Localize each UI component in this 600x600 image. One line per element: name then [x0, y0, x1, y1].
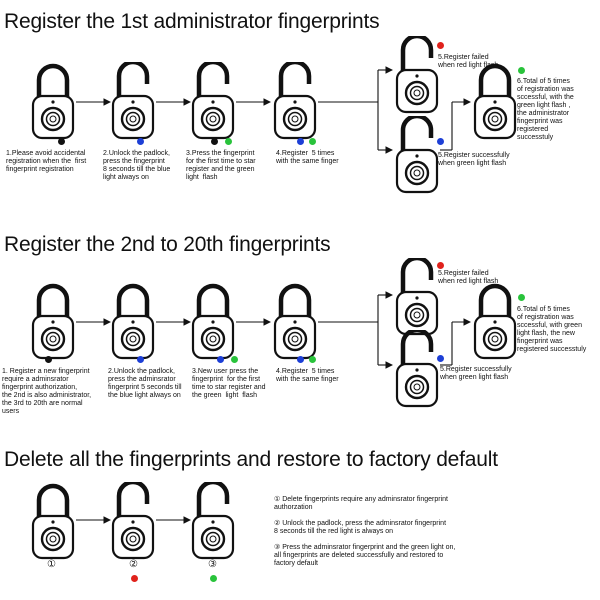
step-number-1: ① — [47, 559, 56, 570]
red-light-indicator — [131, 575, 138, 582]
fail-caption: 5.Register failed when red light flash — [438, 270, 499, 285]
padlock-locked-icon — [30, 482, 76, 565]
padlock-locked-icon — [30, 62, 76, 145]
padlock-open-icon — [110, 59, 156, 145]
step-number-2: ② — [129, 559, 138, 570]
section2-title: Register the 2nd to 20th fingerprints — [4, 233, 331, 256]
padlock-open-icon — [394, 327, 440, 413]
padlock-locked-icon — [472, 282, 518, 365]
green-light-indicator — [518, 294, 525, 301]
blue-light-indicator — [137, 138, 144, 145]
padlock-open-icon — [394, 255, 440, 341]
blue-light-indicator — [137, 356, 144, 363]
padlock-locked-icon — [272, 282, 318, 365]
padlock-locked-icon — [190, 282, 236, 365]
padlock-open-icon — [272, 59, 318, 145]
black-light-indicator — [58, 138, 65, 145]
padlock-open-icon — [110, 479, 156, 565]
green-light-indicator — [210, 575, 217, 582]
delete-note-1: ① Delete fingerprints require any admins… — [274, 496, 448, 511]
red-light-indicator — [437, 262, 444, 269]
blue-light-indicator — [297, 138, 304, 145]
delete-note-2: ② Unlock the padlock, press the adminsra… — [274, 520, 447, 535]
blue-light-indicator — [437, 355, 444, 362]
padlock-locked-icon — [30, 282, 76, 365]
green-light-indicator — [231, 356, 238, 363]
success-caption: 5.Register successfully when green light… — [440, 366, 512, 381]
green-light-indicator — [225, 138, 232, 145]
step3-caption: 3.Press the fingerprint for the first ti… — [186, 150, 256, 181]
green-light-indicator — [309, 138, 316, 145]
padlock-open-icon — [190, 479, 236, 565]
section1-title: Register the 1st administrator fingerpri… — [4, 10, 380, 33]
step4-caption: 4.Register 5 times with the same finger — [276, 150, 339, 165]
step-number-3: ③ — [208, 559, 217, 570]
black-light-indicator — [45, 356, 52, 363]
success-caption: 5.Register successfully when green light… — [438, 152, 510, 167]
step3-caption: 3.New user press the fingerprint for the… — [192, 368, 266, 399]
section3-title: Delete all the fingerprints and restore … — [4, 448, 498, 471]
delete-note-3: ③ Press the adminsrator fingerprint and … — [274, 544, 456, 567]
step2-caption: 2.Unlock the padlock, press the fingerpr… — [103, 150, 171, 181]
padlock-open-icon — [394, 33, 440, 119]
green-light-indicator — [518, 67, 525, 74]
padlock-open-icon — [190, 59, 236, 145]
padlock-open-icon — [394, 113, 440, 199]
step1-caption: 1. Register a new fingerprint require a … — [2, 368, 92, 415]
total-caption: 6.Total of 5 times of registration was s… — [517, 306, 587, 353]
total-caption: 6.Total of 5 times of registration was s… — [517, 78, 574, 141]
step4-caption: 4.Register 5 times with the same finger — [276, 368, 339, 383]
black-light-indicator — [211, 138, 218, 145]
fail-caption: 5.Register failed when red light flash — [438, 54, 499, 69]
blue-light-indicator — [297, 356, 304, 363]
padlock-locked-icon — [472, 62, 518, 145]
step2-caption: 2.Unlock the padlock, press the adminsra… — [108, 368, 182, 399]
blue-light-indicator — [437, 138, 444, 145]
red-light-indicator — [437, 42, 444, 49]
green-light-indicator — [309, 356, 316, 363]
padlock-locked-icon — [110, 282, 156, 365]
step1-caption: 1.Please avoid accidental registration w… — [6, 150, 87, 173]
blue-light-indicator — [217, 356, 224, 363]
